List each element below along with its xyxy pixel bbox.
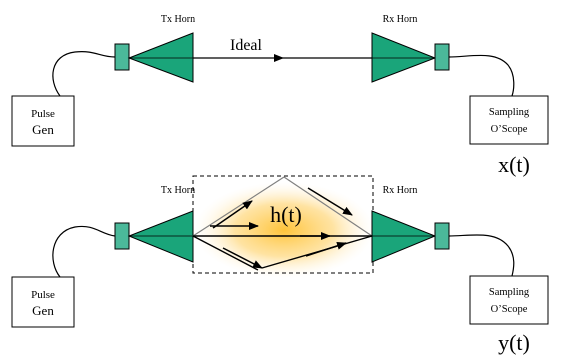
bottom-scope-box xyxy=(469,275,549,325)
channel-glow xyxy=(194,182,374,278)
ray-upper-arrow-2 xyxy=(307,187,353,216)
ray-upper-arrow-1 xyxy=(212,200,253,229)
top-rx-cable xyxy=(448,54,515,97)
top-scope-line2: O’Scope xyxy=(491,124,528,135)
bottom-setup: Pulse Gen Tx Horn h(t) xyxy=(11,175,549,355)
bottom-pulse-gen-line1: Pulse xyxy=(31,289,55,301)
bottom-signal-label: y(t) xyxy=(498,330,530,355)
top-signal-label: x(t) xyxy=(498,152,530,177)
bottom-pulse-gen-line2: Gen xyxy=(32,303,54,318)
bottom-rx-cable xyxy=(448,234,515,277)
bottom-rx-horn xyxy=(371,210,437,263)
top-ideal-label: Ideal xyxy=(230,37,263,54)
top-pulse-gen-box xyxy=(11,95,75,147)
bottom-tx-label: Tx Horn xyxy=(161,185,195,196)
top-rx-horn xyxy=(371,32,437,83)
bottom-rx-connector xyxy=(434,222,450,250)
multipath-rays xyxy=(192,176,373,271)
top-setup: Pulse Gen Tx Horn Ideal Rx Horn Sampling… xyxy=(11,14,549,177)
top-scope-box xyxy=(469,95,549,145)
bottom-scope-line2: O’Scope xyxy=(491,304,528,315)
top-pulse-gen-line2: Gen xyxy=(32,122,54,137)
top-scope-line1: Sampling xyxy=(489,107,530,118)
bottom-tx-cable xyxy=(52,225,116,278)
bottom-scope-line1: Sampling xyxy=(489,287,530,298)
channel-box xyxy=(192,175,374,274)
channel-label: h(t) xyxy=(270,202,302,227)
top-pulse-gen-line1: Pulse xyxy=(31,108,55,120)
top-tx-connector xyxy=(114,43,130,71)
bottom-pulse-gen-box xyxy=(11,276,75,328)
top-rx-connector xyxy=(434,43,450,71)
top-tx-cable xyxy=(52,51,116,97)
top-tx-horn xyxy=(127,32,194,83)
top-rx-label: Rx Horn xyxy=(383,14,418,25)
bottom-tx-connector xyxy=(114,222,130,250)
top-tx-label: Tx Horn xyxy=(161,14,195,25)
bottom-tx-horn xyxy=(127,210,194,263)
bottom-rx-label: Rx Horn xyxy=(383,185,418,196)
